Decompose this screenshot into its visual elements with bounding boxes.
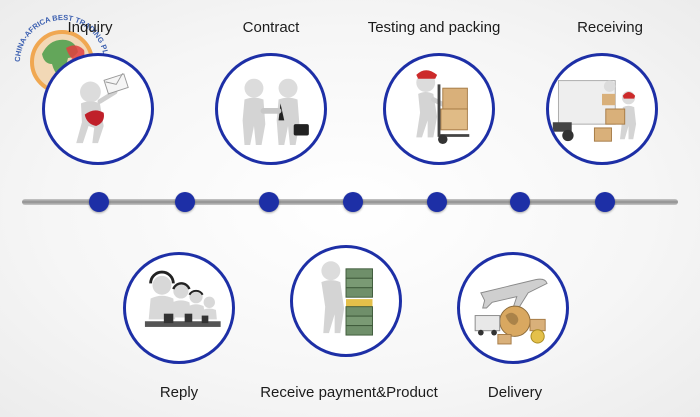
timeline-dot <box>343 192 363 212</box>
plane-globe-logistics-icon <box>474 278 548 345</box>
step-circle-receive-payment <box>290 245 402 357</box>
step-label-contract: Contract <box>242 19 300 36</box>
step-circle-reply <box>123 252 235 364</box>
step-label-testing-packing: Testing and packing <box>367 19 501 36</box>
timeline-dot <box>259 192 279 212</box>
timeline-dot <box>595 192 615 212</box>
step-circle-testing-packing <box>383 53 495 165</box>
step-circle-delivery <box>457 252 569 364</box>
call-center-operators-icon <box>144 270 221 327</box>
person-with-envelope-icon <box>76 73 129 144</box>
timeline-dot <box>89 192 109 212</box>
timeline-dot <box>427 192 447 212</box>
step-label-reply: Reply <box>159 384 199 401</box>
step-circle-inquiry <box>42 53 154 165</box>
step-circle-receiving <box>546 53 658 165</box>
hand-truck-boxes-icon <box>416 70 470 145</box>
step-circle-contract <box>215 53 327 165</box>
handshake-icon <box>242 78 309 145</box>
step-label-receive-payment: Receive payment&Product <box>260 384 438 401</box>
money-stacks-icon <box>321 261 373 336</box>
timeline-dot <box>175 192 195 212</box>
step-label-delivery: Delivery <box>487 384 543 401</box>
truck-unloading-icon <box>552 80 637 142</box>
timeline-dot <box>510 192 530 212</box>
step-label-inquiry: Inquiry <box>67 19 113 36</box>
step-label-receiving: Receiving <box>577 19 643 36</box>
